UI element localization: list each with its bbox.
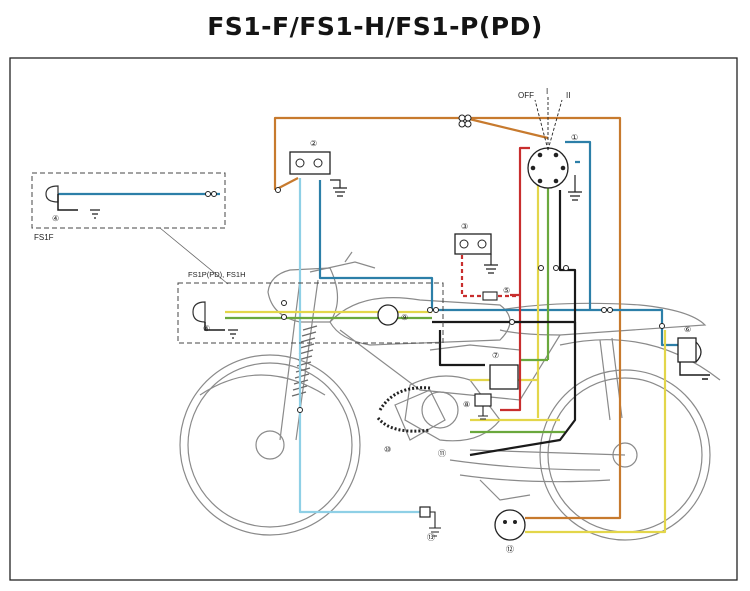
- switch-off-label: OFF: [518, 91, 534, 100]
- inset-fs1f: ④ FS1F: [31, 172, 226, 242]
- wire-yellow-bottom: [525, 330, 667, 534]
- wire-connectors: [205, 114, 665, 413]
- drive-chain: [376, 386, 431, 433]
- inset-fs1p-label: FS1P(PD), FS1H: [188, 270, 246, 279]
- svg-text:⑧: ⑧: [463, 400, 470, 409]
- wire-black-frame: [432, 320, 575, 367]
- wire-brown-main: [273, 116, 622, 520]
- horn: ⑨: [377, 304, 408, 326]
- svg-text:⑪: ⑪: [438, 449, 446, 458]
- wire-blue-switch: [565, 140, 592, 185]
- wire-black-main: [469, 190, 577, 457]
- wire-green-switch: [520, 178, 550, 362]
- regulator: ②: [289, 139, 347, 197]
- svg-text:⑦: ⑦: [492, 351, 499, 360]
- fuse: ⑤: [482, 286, 510, 301]
- svg-text:⑬: ⑬: [427, 533, 435, 542]
- tail-light: ⑥: [677, 325, 710, 380]
- motorcycle-outline: [179, 251, 721, 541]
- neutral-switch: ⑫: [494, 509, 526, 554]
- wire-red-battery: [460, 248, 520, 298]
- fork-spring: [291, 325, 318, 397]
- svg-text:⑤: ⑤: [503, 286, 510, 295]
- diagram-frame: [9, 57, 738, 581]
- wire-lightblue: [298, 178, 420, 514]
- inset-fs1p-fs1h: FS1P(PD), FS1H ④: [177, 270, 444, 344]
- switch-two-label: II: [566, 91, 570, 100]
- condenser: ⑧: [463, 393, 492, 420]
- main-switch: OFF I II ①: [518, 87, 582, 201]
- wire-blue-frame: [318, 180, 678, 347]
- svg-text:①: ①: [571, 133, 578, 142]
- svg-text:⑫: ⑫: [506, 545, 514, 554]
- svg-text:⑩: ⑩: [384, 445, 391, 454]
- inset-fs1f-label: FS1F: [34, 233, 54, 242]
- inset-leader-line: [159, 227, 229, 285]
- svg-text:②: ②: [310, 139, 317, 148]
- magneto: ⑩: [384, 445, 391, 454]
- svg-text:④: ④: [52, 214, 59, 223]
- engine-component: ⑪: [438, 449, 446, 458]
- svg-text:⑥: ⑥: [684, 325, 691, 334]
- diagram-title: FS1-F/FS1-H/FS1-P(PD): [207, 12, 543, 41]
- svg-text:⑨: ⑨: [401, 313, 408, 322]
- battery: ③: [454, 222, 498, 274]
- ignition-coil: ⑦: [489, 351, 519, 390]
- brake-switch: ⑬: [419, 506, 441, 542]
- svg-text:④: ④: [203, 324, 210, 333]
- switch-one-label: I: [546, 87, 548, 96]
- svg-text:③: ③: [461, 222, 468, 231]
